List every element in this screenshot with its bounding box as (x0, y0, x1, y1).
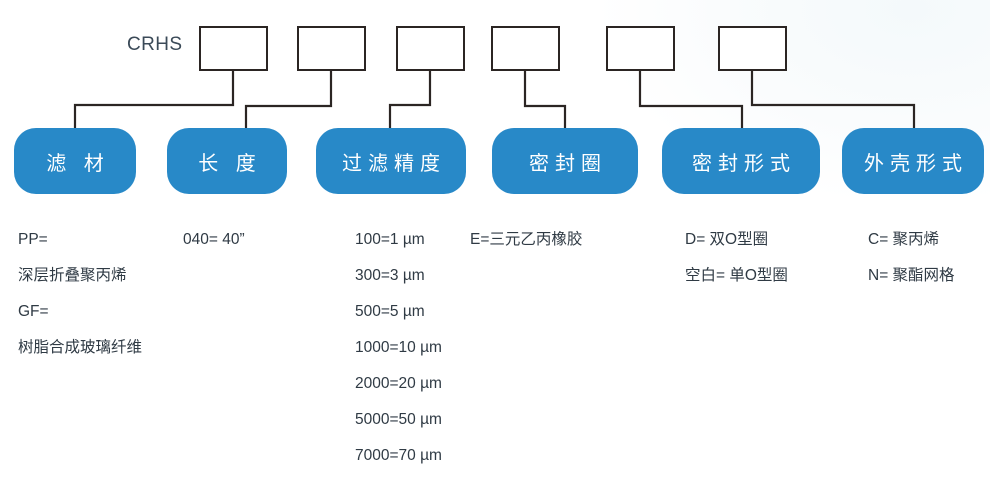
legend-item: 7000=70 µm (355, 447, 442, 464)
code-slot-5[interactable] (606, 26, 675, 71)
legend-item: D= 双O型圈 (685, 231, 769, 248)
category-pill-filter-material[interactable]: 滤 材 (14, 128, 136, 194)
legend-item: GF= (18, 303, 49, 320)
connector-1 (73, 68, 235, 130)
legend-column-filtration-accuracy: 100=1 µm 300=3 µm 500=5 µm 1000=10 µm 20… (355, 222, 442, 474)
category-pill-housing-type[interactable]: 外壳形式 (842, 128, 984, 194)
code-slot-2[interactable] (297, 26, 366, 71)
code-slot-1[interactable] (199, 26, 268, 71)
legend-item: N= 聚酯网格 (868, 267, 955, 284)
category-label-sealing-ring: 密封圈 (529, 152, 607, 175)
category-label-sealing-type: 密封形式 (692, 152, 796, 175)
connector-5 (638, 68, 744, 130)
category-pill-filtration-accuracy[interactable]: 过滤精度 (316, 128, 466, 194)
connector-3 (388, 68, 432, 130)
legend-item: 深层折叠聚丙烯 (18, 267, 127, 284)
category-label-filtration-accuracy: 过滤精度 (342, 152, 446, 175)
legend-item: C= 聚丙烯 (868, 231, 940, 248)
legend-item: 2000=20 µm (355, 375, 442, 392)
connector-2 (244, 68, 333, 130)
category-label-length: 长 度 (198, 152, 262, 175)
legend-item: PP= (18, 231, 48, 248)
code-slot-4[interactable] (491, 26, 560, 71)
legend-column-length: 040= 40” (183, 222, 245, 258)
legend-item: 100=1 µm (355, 231, 425, 248)
legend-column-sealing-type: D= 双O型圈 空白= 单O型圈 (685, 222, 788, 294)
connector-4 (523, 68, 567, 130)
category-label-filter-material: 滤 材 (46, 152, 110, 175)
code-slot-3[interactable] (396, 26, 465, 71)
category-label-housing-type: 外壳形式 (864, 152, 968, 175)
legend-item: 500=5 µm (355, 303, 425, 320)
category-pill-sealing-ring[interactable]: 密封圈 (492, 128, 638, 194)
legend-item: 5000=50 µm (355, 411, 442, 428)
legend-item: E=三元乙丙橡胶 (470, 231, 583, 248)
code-slot-6[interactable] (718, 26, 787, 71)
code-prefix-label: CRHS (127, 34, 183, 55)
legend-item: 空白= 单O型圈 (685, 267, 788, 284)
legend-item: 040= 40” (183, 231, 245, 248)
legend-item: 树脂合成玻璃纤维 (18, 339, 143, 356)
category-pill-length[interactable]: 长 度 (167, 128, 287, 194)
legend-column-sealing-ring: E=三元乙丙橡胶 (470, 222, 582, 258)
connector-6 (750, 68, 916, 130)
legend-column-filter-material: PP= 深层折叠聚丙烯 GF= 树脂合成玻璃纤维 (18, 222, 142, 366)
legend-column-housing-type: C= 聚丙烯 N= 聚酯网格 (868, 222, 955, 294)
category-pill-sealing-type[interactable]: 密封形式 (662, 128, 820, 194)
legend-item: 300=3 µm (355, 267, 425, 284)
legend-item: 1000=10 µm (355, 339, 442, 356)
